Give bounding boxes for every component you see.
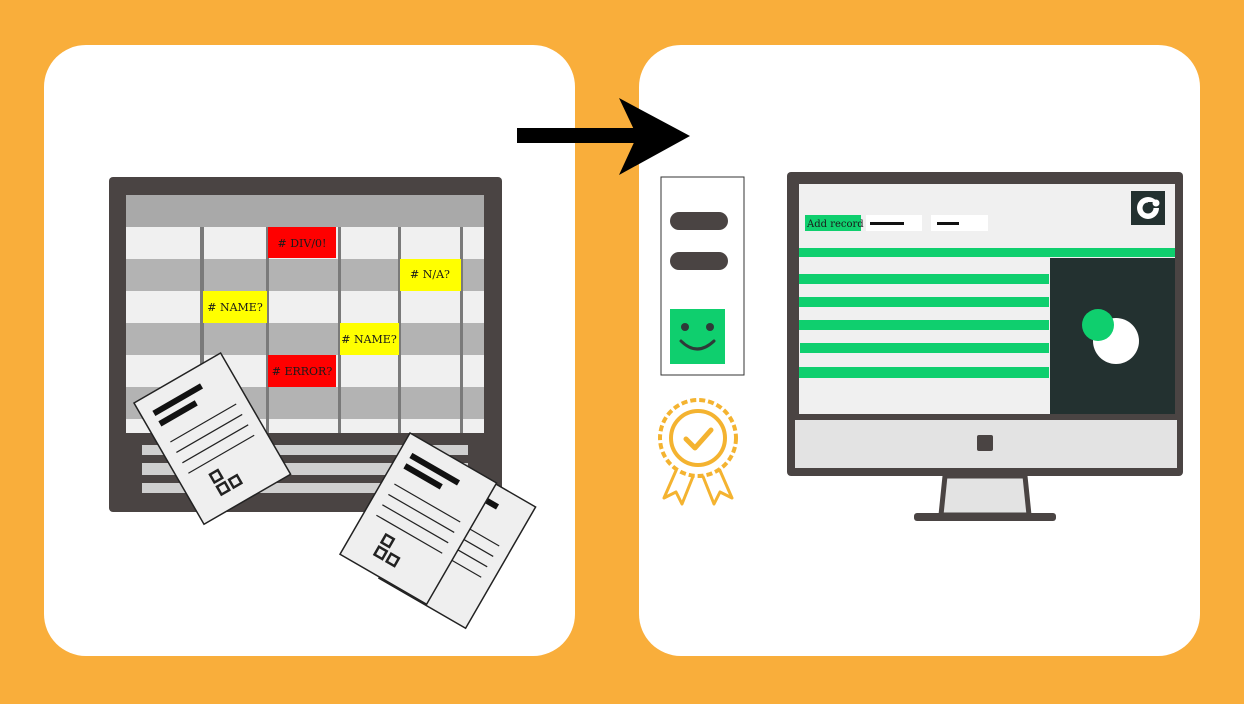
before-panel: # DIV/0! # N/A? # NAME? # NAME? # ERROR? — [44, 45, 575, 656]
table-row[interactable] — [799, 367, 1049, 378]
error-cell-div0: # DIV/0! — [268, 227, 336, 258]
column-divider — [460, 227, 463, 433]
column-divider — [398, 227, 401, 433]
svg-text:# NAME?: # NAME? — [207, 301, 263, 314]
table-row[interactable] — [799, 248, 1175, 257]
column-divider — [200, 227, 204, 433]
table-row[interactable] — [799, 274, 1049, 284]
add-record-button[interactable]: Add record — [805, 215, 864, 231]
column-divider — [266, 227, 269, 433]
keyboard-strip — [142, 483, 468, 493]
toggle-pill — [670, 212, 728, 230]
error-cell-name-2: # NAME? — [340, 323, 399, 355]
column-divider — [338, 227, 341, 433]
filter-field-text — [870, 222, 904, 225]
spreadsheet-row — [126, 323, 484, 355]
svg-text:Add record: Add record — [806, 219, 864, 230]
svg-text:# ERROR?: # ERROR? — [272, 365, 333, 378]
svg-text:# DIV/0!: # DIV/0! — [278, 237, 327, 250]
document-icon — [132, 351, 292, 526]
svg-text:# NAME?: # NAME? — [341, 333, 397, 346]
detail-avatar-accent — [1082, 309, 1114, 341]
table-row[interactable] — [799, 297, 1049, 307]
document-icon — [338, 431, 498, 606]
toggle-pill — [670, 252, 728, 270]
spreadsheet-scene: # DIV/0! # N/A? # NAME? # NAME? # ERROR? — [109, 177, 537, 630]
app-logo-icon — [1131, 191, 1165, 225]
monitor-base — [914, 513, 1056, 521]
after-panel: Add record — [639, 45, 1200, 656]
error-cell-name-1: # NAME? — [203, 291, 267, 323]
arrow-right-icon — [517, 98, 690, 175]
keyboard-strip — [142, 445, 468, 455]
monitor-stand — [938, 473, 1032, 518]
svg-text:# N/A?: # N/A? — [410, 268, 450, 281]
table-row[interactable] — [799, 320, 1049, 330]
sort-field[interactable] — [931, 215, 988, 231]
app-scene: Add record — [658, 172, 1183, 521]
smiley-face-icon — [670, 309, 725, 364]
award-badge-icon — [658, 398, 738, 506]
spreadsheet-header — [126, 195, 484, 227]
error-cell-na: # N/A? — [400, 259, 461, 291]
error-cell-error: # ERROR? — [268, 355, 336, 387]
sort-field-text — [937, 222, 959, 225]
power-button[interactable] — [977, 435, 993, 451]
table-row[interactable] — [800, 343, 1049, 353]
